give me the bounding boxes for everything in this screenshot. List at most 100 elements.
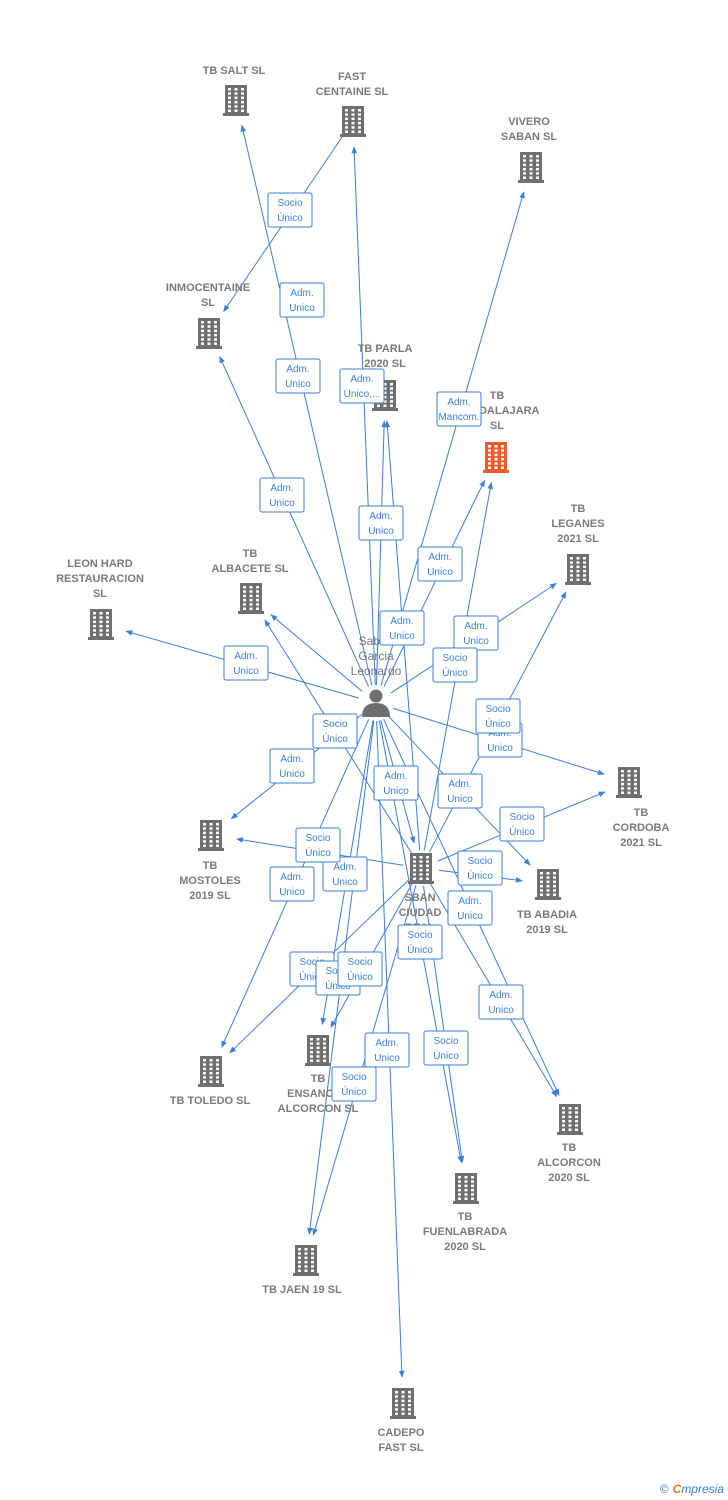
relation-label-box bbox=[373, 765, 419, 801]
node-vivero[interactable]: VIVERO SABAN SL bbox=[501, 116, 558, 183]
relation-label-text: Unico bbox=[285, 379, 311, 390]
relation-label-person-sban[interactable]: Adm.Unico bbox=[269, 866, 315, 902]
node-label-alcorcon-2: 2020 SL bbox=[548, 1172, 590, 1184]
node-salt[interactable]: TB SALT SL bbox=[203, 65, 266, 116]
building-icon bbox=[305, 1035, 331, 1066]
relation-label-person-salt[interactable]: Adm. Unico bbox=[275, 358, 321, 394]
node-label-leon-0: LEON HARD bbox=[67, 558, 132, 570]
relation-label-box bbox=[337, 951, 383, 987]
relation-label-person-cordoba[interactable]: Adm.Unico bbox=[269, 748, 315, 784]
building-icon bbox=[293, 1245, 319, 1276]
relation-label-person-jaen[interactable]: Adm.Unico bbox=[279, 282, 325, 318]
relation-label-person-mostoles[interactable]: Adm.Unico bbox=[437, 773, 483, 809]
relation-label-person-cadepo[interactable]: Adm.Unico bbox=[379, 610, 425, 646]
building-icon bbox=[518, 152, 544, 183]
relation-label-person-parla[interactable]: Adm.Unico bbox=[358, 505, 404, 541]
node-label-guada-0: TB bbox=[490, 390, 505, 402]
relation-label-box bbox=[339, 368, 385, 404]
node-label-vivero-1: SABAN SL bbox=[501, 131, 558, 143]
relation-label-text: Socio bbox=[433, 1036, 458, 1047]
relation-label-box bbox=[447, 890, 493, 926]
node-sban[interactable]: SBANCIUDADREAL bbox=[399, 853, 442, 934]
node-cadepo[interactable]: CADEPO FAST SL bbox=[377, 1388, 425, 1454]
relation-label-text: Socio bbox=[341, 1072, 366, 1083]
node-label-leganes-1: LEGANES bbox=[551, 518, 604, 530]
node-label-parla-0: TB PARLA bbox=[358, 343, 413, 355]
relation-label-person-fast[interactable]: Adm.Unico,... bbox=[339, 368, 385, 404]
relation-label-text: Adm. bbox=[375, 1038, 398, 1049]
node-label-cordoba-0: TB bbox=[634, 807, 649, 819]
relation-label-text: Adm. bbox=[448, 779, 471, 790]
building-icon bbox=[198, 820, 224, 851]
relation-label-text: Adm. bbox=[234, 651, 257, 662]
relation-edge-person-fast bbox=[351, 146, 376, 686]
node-label-cadepo-0: CADEPO bbox=[377, 1427, 425, 1439]
relation-label-text: Adm. bbox=[270, 483, 293, 494]
relation-label-box bbox=[423, 1030, 469, 1066]
relation-label-text: Unico bbox=[383, 786, 409, 797]
node-label-sban-1: CIUDAD bbox=[399, 907, 442, 919]
relation-label-person-vivero[interactable]: Adm.Mancom. bbox=[436, 391, 482, 427]
node-label-parla-1: 2020 SL bbox=[364, 358, 406, 370]
relation-label-person-toledo[interactable]: Adm.Unico bbox=[322, 856, 368, 892]
relation-label-person-leon[interactable]: Adm. Unico bbox=[223, 645, 269, 681]
node-label-leon-1: RESTAURACION bbox=[56, 573, 144, 585]
node-label-cadepo-1: FAST SL bbox=[378, 1442, 424, 1454]
relation-label-text: Adm. bbox=[464, 621, 487, 632]
building-icon bbox=[535, 869, 561, 900]
relation-label-text: Adm. bbox=[489, 990, 512, 1001]
node-label-mostoles-0: TB bbox=[203, 860, 218, 872]
relation-label-text: Socio bbox=[467, 856, 492, 867]
relation-label-person-ensanche[interactable]: Adm.Unico bbox=[447, 890, 493, 926]
relation-label-person-fuenla[interactable]: Adm.Unico bbox=[364, 1032, 410, 1068]
relation-label-text: Único bbox=[467, 869, 493, 882]
relation-label-text: Socio bbox=[322, 719, 347, 730]
building-icon bbox=[408, 853, 434, 884]
building-icon bbox=[616, 767, 642, 798]
node-jaen[interactable]: TB JAEN 19 SL bbox=[262, 1245, 342, 1296]
building-icon bbox=[557, 1104, 583, 1135]
relation-label-person-alcorcon[interactable]: Adm.Unico bbox=[478, 984, 524, 1020]
node-label-vivero-0: VIVERO bbox=[508, 116, 550, 128]
relation-label-text: Socio bbox=[485, 704, 510, 715]
relation-label-text: Adm. bbox=[286, 364, 309, 375]
relation-edge-person-salt bbox=[240, 124, 373, 686]
relation-edge-person-albacete bbox=[270, 614, 363, 692]
relation-label-person-inmo[interactable]: Adm.Unico bbox=[259, 477, 305, 513]
node-label-sban-0: SBAN bbox=[404, 892, 435, 904]
relation-label-text: Unico bbox=[233, 666, 259, 677]
relation-label-box bbox=[275, 358, 321, 394]
node-label-fast-0: FAST bbox=[338, 71, 366, 83]
relation-edge-person-parla bbox=[376, 420, 387, 686]
relation-label-person-abadia[interactable]: Adm.Unico bbox=[373, 765, 419, 801]
relation-label-box bbox=[295, 827, 341, 863]
node-toledo[interactable]: TB TOLEDO SL bbox=[170, 1056, 251, 1107]
brand-name[interactable]: mpresia bbox=[681, 1482, 724, 1496]
relation-label-text: Unico bbox=[279, 887, 305, 898]
relation-label-person-leganes[interactable]: Adm.Unico bbox=[453, 615, 499, 651]
relation-label-person-guada[interactable]: Adm.Unico bbox=[417, 546, 463, 582]
